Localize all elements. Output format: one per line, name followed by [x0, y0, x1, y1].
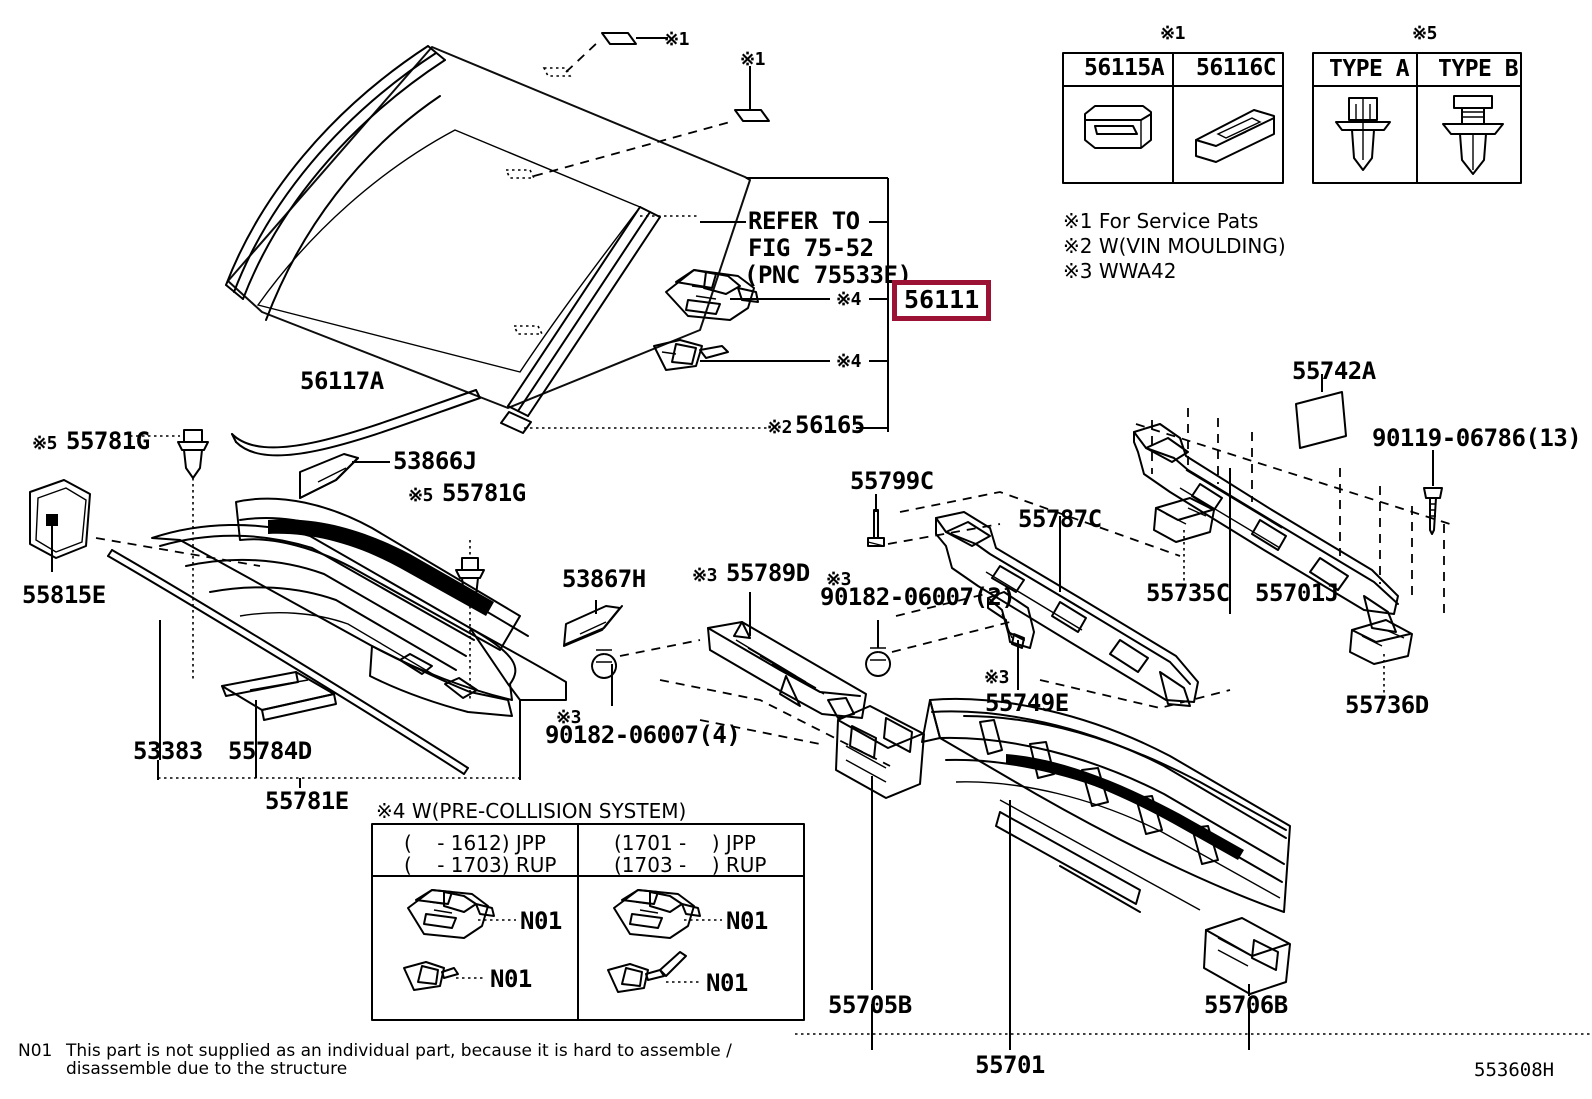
label-90182-06007-2: 90182-06007(2) [820, 583, 1016, 611]
refer-to-line1: REFER TO [748, 207, 860, 235]
camera-cover-icon [653, 339, 729, 371]
cowl-reinforcement-art [895, 491, 1231, 709]
label-55789D: 55789D [726, 559, 810, 587]
label-53866J: 53866J [393, 447, 477, 475]
label-55787C: 55787C [1018, 505, 1102, 533]
mark-star2-dam: ※2 [767, 417, 792, 438]
label-55781G-right: 55781G [442, 479, 526, 507]
label-55701: 55701 [975, 1051, 1045, 1079]
clip-type-table-mark: ※5 [1412, 23, 1437, 44]
label-55736D: 55736D [1345, 691, 1429, 719]
label-55705B: 55705B [828, 991, 912, 1019]
mark-55781G-right: ※5 [408, 485, 433, 506]
label-56117A: 56117A [300, 367, 384, 395]
cowl-louver-art [29, 429, 567, 788]
highlighted-part-56111[interactable]: 56111 [892, 280, 992, 321]
precollision-col0-item0: N01 [520, 907, 562, 935]
windshield-glass-art [225, 45, 751, 457]
precollision-col0-line0: ( - 1612) JPP [404, 831, 546, 855]
mark-55789D: ※3 [692, 565, 717, 586]
mark-star4-row2: ※4 [836, 351, 861, 372]
figure-code: 553608H [1474, 1059, 1555, 1081]
label-55749E: 55749E [985, 689, 1069, 717]
camera-bracket-icon [665, 269, 759, 321]
footnote-line1: This part is not supplied as an individu… [66, 1041, 732, 1061]
precollision-col1-line1: (1703 - ) RUP [614, 853, 767, 877]
label-55706B: 55706B [1204, 991, 1288, 1019]
mark-star4-row1: ※4 [836, 289, 861, 310]
windshield-clip-icons [533, 32, 770, 177]
refer-to-line3: (PNC 75533E) [744, 261, 912, 289]
mark-star1-top: ※1 [664, 29, 689, 50]
precollision-col1-item0: N01 [726, 907, 768, 935]
precollision-table-art [371, 823, 805, 1021]
legend-note-0: ※1 For Service Pats [1063, 209, 1259, 233]
precollision-col0-item1: N01 [490, 965, 532, 993]
service-parts-header-1: 56116C [1196, 55, 1277, 81]
clip-type-header-0: TYPE A [1329, 56, 1410, 82]
label-53867H: 53867H [562, 565, 646, 593]
refer-to-frame [524, 177, 889, 432]
clip-type-table-art [1312, 52, 1522, 184]
label-55784D: 55784D [228, 737, 312, 765]
label-55735C: 55735C [1146, 579, 1230, 607]
service-parts-table-art [1062, 52, 1284, 184]
precollision-caption: ※4 W(PRE-COLLISION SYSTEM) [376, 799, 687, 823]
label-90119-06786: 90119-06786(13) [1372, 424, 1582, 452]
mark-90182-4: ※3 [556, 707, 581, 728]
label-55781E: 55781E [265, 787, 349, 815]
mark-star1-right: ※1 [740, 49, 765, 70]
label-90182-06007-4: 90182-06007(4) [545, 721, 741, 749]
mark-90182-2: ※3 [826, 569, 851, 590]
label-53383: 53383 [133, 737, 203, 765]
legend-note-2: ※3 WWA42 [1063, 259, 1177, 283]
clip-type-header-1: TYPE B [1438, 56, 1519, 82]
legend-note-1: ※2 W(VIN MOULDING) [1063, 234, 1286, 258]
precollision-col0-line1: ( - 1703) RUP [404, 853, 557, 877]
label-56165: 56165 [795, 411, 865, 439]
label-55742A: 55742A [1292, 357, 1376, 385]
refer-to-line2: FIG 75-52 [748, 234, 874, 262]
cowl-rail-art [1133, 374, 1451, 694]
cowl-mid-art [563, 494, 1011, 767]
service-parts-header-0: 56115A [1084, 55, 1165, 81]
label-55701J: 55701J [1255, 579, 1339, 607]
footnote-tag: N01 [18, 1041, 53, 1061]
precollision-col1-line0: (1701 - ) JPP [614, 831, 756, 855]
mark-55749E: ※3 [984, 667, 1009, 688]
label-55799C: 55799C [850, 467, 934, 495]
footnote-line2: disassemble due to the structure [66, 1059, 348, 1079]
label-55781G-left: 55781G [66, 427, 150, 455]
precollision-col1-item1: N01 [706, 969, 748, 997]
dash-panel-art [835, 672, 1291, 1050]
mark-55781G-left: ※5 [32, 433, 57, 454]
label-55815E: 55815E [22, 581, 106, 609]
service-parts-table-mark: ※1 [1160, 23, 1185, 44]
